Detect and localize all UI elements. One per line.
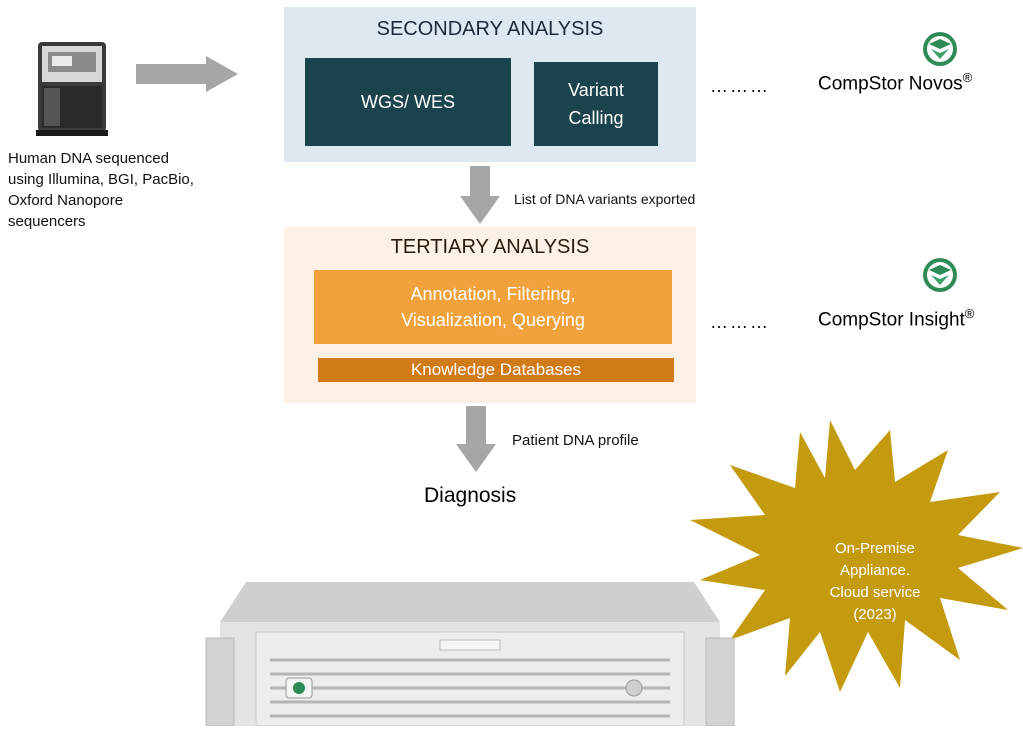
wgs-wes-label: WGS/ WES — [361, 91, 455, 112]
novos-logo-icon — [918, 30, 962, 68]
starburst-line-3: Cloud service — [829, 584, 921, 601]
variant-calling-line-1: Variant — [568, 80, 624, 100]
sequencer-image — [30, 36, 114, 138]
starburst-text: On-Premise Appliance. Cloud service (202… — [800, 538, 950, 626]
starburst-line-1: On-Premise — [834, 540, 916, 557]
diagnosis-label: Diagnosis — [424, 484, 517, 507]
caption-line-3: Oxford Nanopore — [8, 192, 124, 209]
knowledge-databases-label: Knowledge Databases — [410, 360, 582, 379]
novos-dots: ……… — [710, 76, 770, 96]
annotation-line-2: Visualization, Querying — [401, 310, 585, 330]
novos-label: CompStor Novos — [818, 73, 963, 95]
novos-registered-mark: ® — [962, 70, 973, 85]
insight-brand: CompStor Insight® — [818, 306, 974, 331]
novos-brand: CompStor Novos® — [818, 70, 972, 95]
insight-logo-icon — [918, 256, 962, 294]
arrow-down-1 — [460, 166, 500, 224]
annotation-box: Annotation, Filtering, Visualization, Qu… — [314, 270, 672, 344]
arrow-down-2 — [456, 406, 496, 472]
wgs-wes-box: WGS/ WES — [305, 58, 511, 146]
insight-dots: ……… — [710, 312, 770, 332]
insight-registered-mark: ® — [964, 306, 975, 321]
starburst-badge — [690, 420, 1023, 700]
caption-line-2: using Illumina, BGI, PacBio, — [8, 171, 194, 188]
annotation-line-1: Annotation, Filtering, — [410, 284, 576, 304]
arrow1-label: List of DNA variants exported — [514, 191, 696, 207]
starburst-line-2: Appliance. — [839, 562, 911, 579]
server-appliance-image — [200, 582, 740, 727]
starburst-line-4: (2023) — [853, 606, 897, 623]
caption-line-1: Human DNA sequenced — [8, 150, 169, 167]
variant-calling-box: Variant Calling — [534, 62, 658, 146]
arrow2-label: Patient DNA profile — [512, 432, 639, 449]
tertiary-analysis-title: TERTIARY ANALYSIS — [390, 236, 590, 258]
insight-label: CompStor Insight — [818, 309, 965, 331]
variant-calling-line-2: Calling — [568, 108, 624, 128]
caption-line-4: sequencers — [8, 213, 86, 230]
arrow-to-secondary — [136, 56, 240, 92]
sequencer-caption: Human DNA sequenced using Illumina, BGI,… — [8, 148, 278, 232]
knowledge-databases-box: Knowledge Databases — [318, 358, 674, 382]
secondary-analysis-title: SECONDARY ANALYSIS — [376, 18, 604, 40]
